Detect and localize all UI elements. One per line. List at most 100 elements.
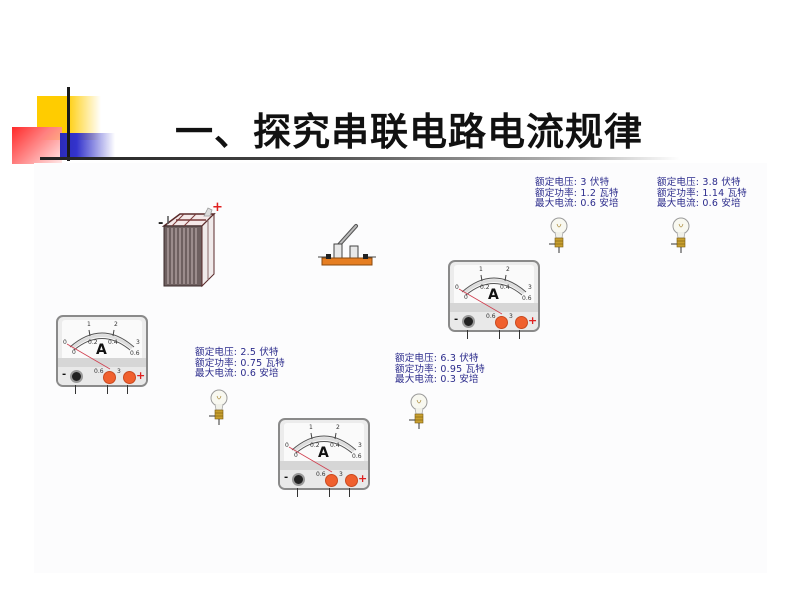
scale-bottom-1: 0.2 — [88, 339, 98, 346]
bulb-specs: 额定电压: 2.5 伏特 额定功率: 0.75 瓦特 最大电流: 0.6 安培 — [195, 347, 285, 380]
ammeter[interactable]: 0 1 2 3 0 0.2 0.4 0.6 A - 0.6 3 + — [448, 260, 540, 339]
positive-label: + — [358, 472, 368, 485]
max-current: 最大电流: 0.6 安培 — [535, 198, 619, 209]
title-underline — [40, 157, 680, 160]
battery-positive-sign: + — [212, 200, 223, 215]
ammeter[interactable]: 0 1 2 3 0 0.2 0.4 0.6 A - 0.6 3 + — [56, 315, 148, 394]
high-range-label: 3 — [117, 368, 121, 375]
light-bulb-icon — [671, 217, 690, 253]
negative-label: - — [454, 314, 459, 325]
ammeter-scale-icon — [288, 432, 357, 473]
light-bulb[interactable] — [407, 392, 431, 434]
scale-top-0: 0 — [63, 339, 67, 346]
rated-voltage: 额定电压: 6.3 伏特 — [395, 353, 479, 364]
switch-icon — [318, 224, 376, 266]
bulb-specs: 额定电压: 6.3 伏特 额定功率: 0.95 瓦特 最大电流: 0.3 安培 — [395, 353, 485, 386]
high-range-label: 3 — [509, 313, 513, 320]
negative-label: - — [62, 369, 67, 380]
battery[interactable]: - + — [158, 200, 223, 288]
ammeter-body: 0 1 2 3 0 0.2 0.4 0.6 A - 0.6 3 + — [56, 315, 148, 387]
scale-top-1: 1 — [87, 321, 91, 328]
wire-stub — [519, 330, 520, 339]
ammeter[interactable]: 0 1 2 3 0 0.2 0.4 0.6 A - 0.6 3 + — [278, 418, 370, 497]
terminal-0-6[interactable] — [495, 316, 508, 329]
light-bulb-icon — [209, 389, 228, 425]
rated-power: 额定功率: 1.14 瓦特 — [657, 187, 747, 199]
scale-top-3: 3 — [528, 284, 532, 291]
rated-voltage: 额定电压: 3 伏特 — [535, 177, 610, 188]
light-bulb[interactable] — [207, 388, 231, 430]
ammeter-stripe — [58, 358, 146, 367]
negative-terminal[interactable] — [70, 370, 83, 383]
scale-bottom-3: 0.6 — [130, 350, 140, 357]
scale-top-3: 3 — [136, 339, 140, 346]
knife-switch[interactable] — [318, 222, 378, 270]
scale-bottom-3: 0.6 — [352, 453, 362, 460]
battery-negative-sign: - — [158, 216, 164, 231]
ammeter-scale-icon — [458, 274, 527, 315]
circuit-workspace — [34, 163, 767, 573]
wire-stub — [127, 385, 128, 394]
scale-top-0: 0 — [285, 442, 289, 449]
wire-stub — [329, 488, 330, 497]
scale-top-3: 3 — [358, 442, 362, 449]
low-range-label: 0.6 — [94, 368, 104, 375]
ammeter-unit: A — [96, 342, 107, 358]
light-bulb-icon — [549, 217, 568, 253]
scale-bottom-3: 0.6 — [522, 295, 532, 302]
scale-top-1: 1 — [479, 266, 483, 273]
negative-terminal[interactable] — [292, 473, 305, 486]
max-current: 最大电流: 0.6 安培 — [657, 198, 741, 209]
scale-top-2: 2 — [506, 266, 510, 273]
light-bulb[interactable] — [547, 216, 571, 258]
negative-terminal[interactable] — [462, 315, 475, 328]
low-range-label: 0.6 — [486, 313, 496, 320]
ammeter-stripe — [280, 461, 368, 470]
wire-stub — [297, 488, 298, 497]
high-range-label: 3 — [339, 471, 343, 478]
terminal-3[interactable] — [515, 316, 528, 329]
scale-top-2: 2 — [114, 321, 118, 328]
rated-power: 额定功率: 0.75 瓦特 — [195, 357, 285, 369]
bulb-specs: 额定电压: 3 伏特 额定功率: 1.2 瓦特 最大电流: 0.6 安培 — [535, 177, 619, 210]
light-bulb[interactable] — [669, 216, 693, 258]
ammeter-scale-icon — [66, 329, 135, 370]
rated-power: 额定功率: 1.2 瓦特 — [535, 187, 619, 199]
bulb-specs: 额定电压: 3.8 伏特 额定功率: 1.14 瓦特 最大电流: 0.6 安培 — [657, 177, 747, 210]
light-bulb-icon — [409, 393, 428, 429]
wire-stub — [107, 385, 108, 394]
scale-bottom-2: 0.4 — [500, 284, 510, 291]
low-range-label: 0.6 — [316, 471, 326, 478]
positive-label: + — [528, 314, 538, 327]
positive-label: + — [136, 369, 146, 382]
wire-stub — [467, 330, 468, 339]
ammeter-body: 0 1 2 3 0 0.2 0.4 0.6 A - 0.6 3 + — [448, 260, 540, 332]
rated-voltage: 额定电压: 2.5 伏特 — [195, 347, 279, 358]
ammeter-body: 0 1 2 3 0 0.2 0.4 0.6 A - 0.6 3 + — [278, 418, 370, 490]
scale-top-1: 1 — [309, 424, 313, 431]
wire-stub — [349, 488, 350, 497]
terminal-0-6[interactable] — [103, 371, 116, 384]
wire-stub — [499, 330, 500, 339]
scale-top-0: 0 — [455, 284, 459, 291]
ammeter-unit: A — [488, 287, 499, 303]
decor-vertical-line — [67, 87, 70, 161]
scale-bottom-1: 0.2 — [480, 284, 490, 291]
ammeter-stripe — [450, 303, 538, 312]
scale-bottom-0: 0 — [294, 452, 298, 459]
scale-bottom-2: 0.4 — [108, 339, 118, 346]
terminal-3[interactable] — [123, 371, 136, 384]
max-current: 最大电流: 0.6 安培 — [195, 368, 279, 379]
ammeter-unit: A — [318, 445, 329, 461]
slide-title: 一、探究串联电路电流规律 — [175, 110, 644, 154]
max-current: 最大电流: 0.3 安培 — [395, 374, 479, 385]
rated-voltage: 额定电压: 3.8 伏特 — [657, 177, 741, 188]
scale-bottom-1: 0.2 — [310, 442, 320, 449]
bulb-group: 额定电压: 2.5 伏特 额定功率: 0.75 瓦特 最大电流: 0.6 安培 — [195, 347, 285, 425]
terminal-3[interactable] — [345, 474, 358, 487]
battery-icon — [161, 207, 216, 288]
wire-stub — [75, 385, 76, 394]
bulb-group: 额定电压: 6.3 伏特 额定功率: 0.95 瓦特 最大电流: 0.3 安培 — [395, 353, 485, 429]
terminal-0-6[interactable] — [325, 474, 338, 487]
scale-bottom-0: 0 — [72, 349, 76, 356]
